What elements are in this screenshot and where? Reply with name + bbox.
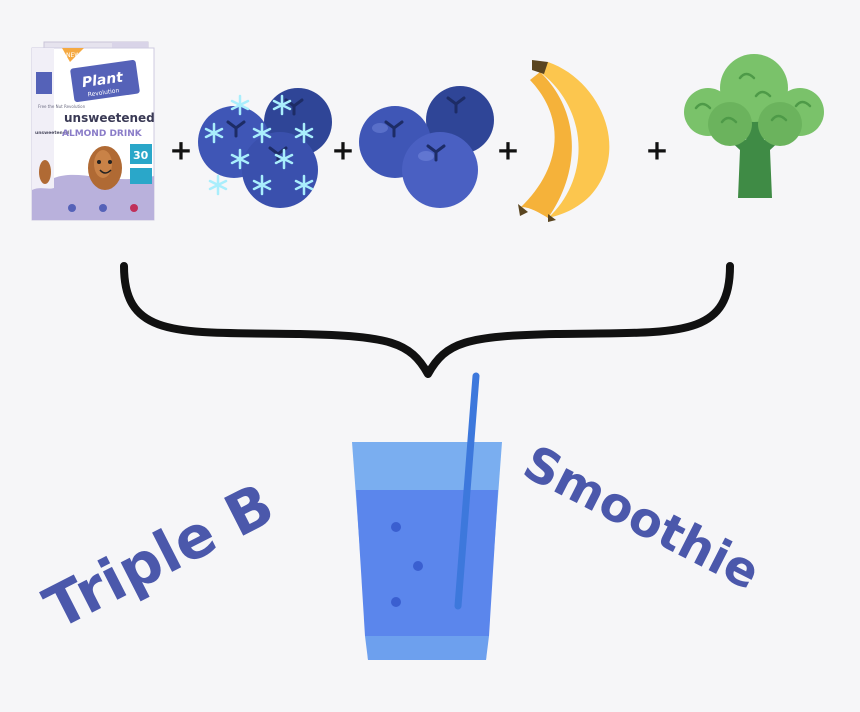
plus-sign-3: +	[496, 134, 519, 167]
carton-flavor: unsweetened	[64, 111, 155, 125]
side-tagline: Free the Nut Revolution	[38, 104, 86, 109]
straw-icon	[454, 372, 480, 610]
title-right: Smoothie	[515, 435, 769, 601]
curly-brace	[120, 262, 734, 378]
banana-icon	[518, 60, 610, 222]
plus-sign-1: +	[169, 134, 192, 167]
svg-text:+: +	[496, 134, 519, 167]
calorie-badge: 30	[133, 149, 149, 162]
blueberries-icon	[359, 86, 494, 208]
almond-milk-carton-icon: NEW Plant Revolution Free the Nut Revolu…	[31, 41, 155, 221]
svg-text:+: +	[169, 134, 192, 167]
side-flavor: unsweetened	[35, 130, 69, 136]
brand-subname: Revolution	[87, 87, 120, 98]
corner-ribbon: NEW	[66, 52, 80, 59]
title-left: Triple B	[33, 470, 284, 643]
svg-text:+: +	[331, 134, 354, 167]
broccoli-icon	[684, 54, 824, 198]
svg-text:+: +	[645, 134, 668, 167]
carton-product: ALMOND DRINK	[62, 129, 143, 139]
plus-sign-4: +	[645, 134, 668, 167]
smoothie-cup-icon	[352, 372, 502, 660]
frozen-blueberries-icon	[198, 88, 332, 208]
plus-sign-2: +	[331, 134, 354, 167]
brand-name: Plant	[81, 69, 125, 91]
